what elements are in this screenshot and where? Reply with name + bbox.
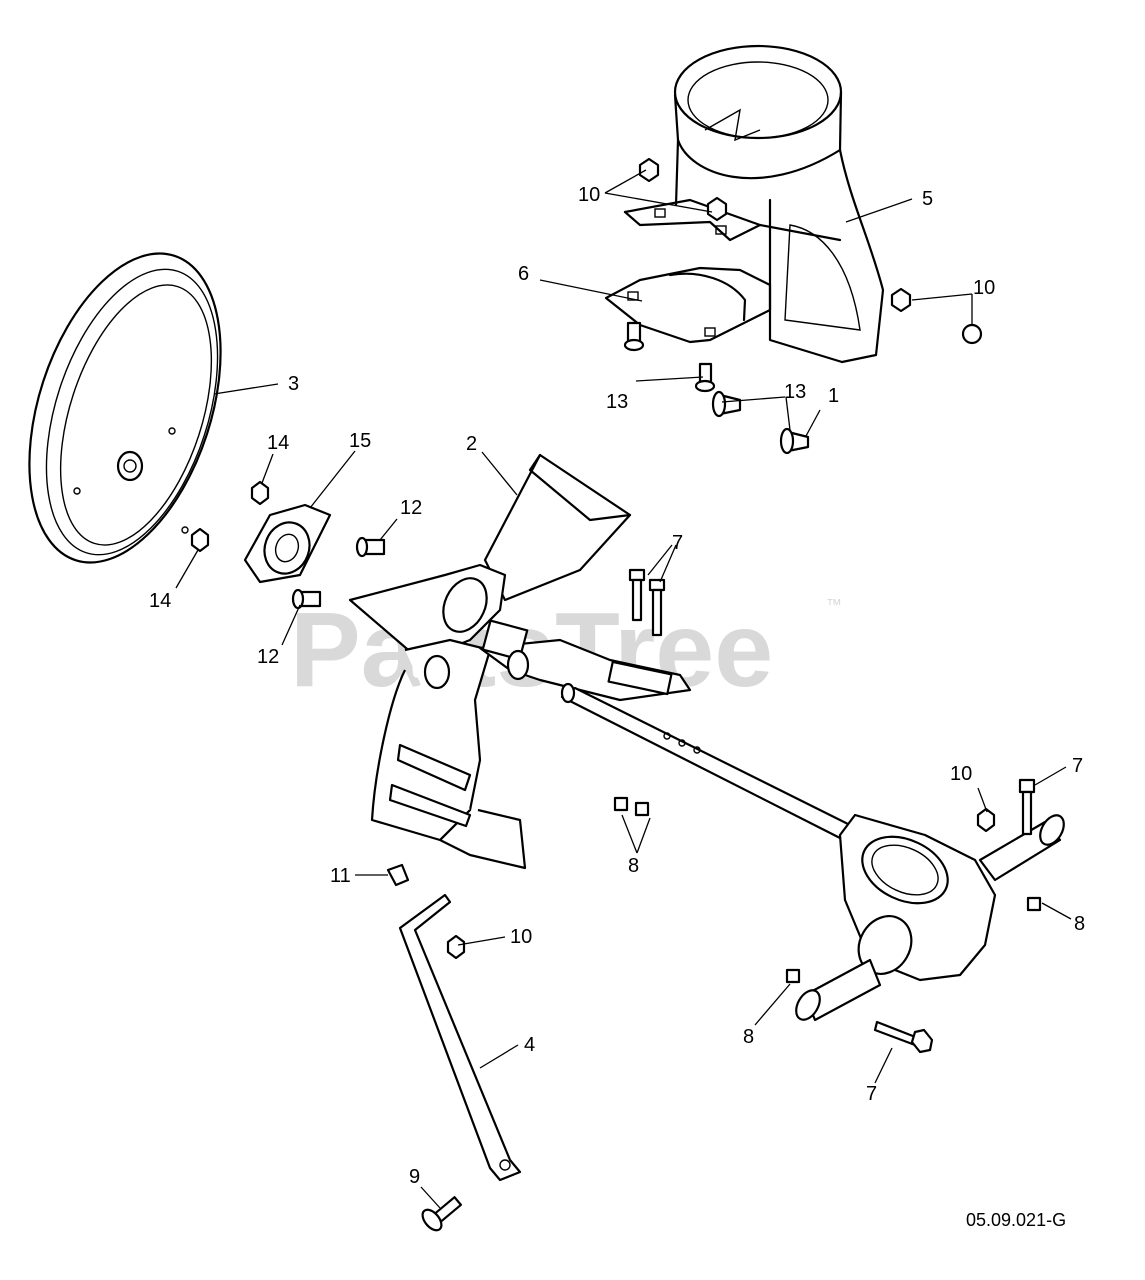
callout-9: 9 — [409, 1166, 420, 1188]
pulley-part — [28, 252, 222, 564]
leader-lines — [175, 169, 1072, 1209]
chute-bracket-part — [604, 266, 772, 344]
callout-3: 3 — [288, 373, 299, 395]
callout-13-left: 13 — [606, 391, 628, 413]
callout-11: 11 — [330, 865, 351, 887]
callout-12-upper: 12 — [400, 497, 422, 519]
callout-10-right: 10 — [973, 277, 995, 299]
callout-10-rod: 10 — [510, 926, 532, 948]
callout-7-upper: 7 — [672, 532, 683, 554]
callout-10-chute: 10 — [578, 184, 600, 206]
gearbox-hardware — [613, 568, 1042, 1054]
callout-4: 4 — [524, 1034, 535, 1056]
callout-labels: 1 2 3 4 5 6 7 7 7 8 8 8 9 10 10 10 10 11… — [149, 184, 1085, 1188]
pulley-hardware — [190, 480, 386, 610]
callout-8-lower: 8 — [743, 1026, 754, 1048]
callout-7-lower: 7 — [866, 1083, 877, 1105]
watermark-trademark: ™ — [826, 597, 842, 614]
callout-14-lower: 14 — [149, 590, 171, 612]
callout-14-upper: 14 — [267, 432, 289, 454]
chute-rod-part — [386, 863, 522, 1232]
discharge-chute-part — [623, 44, 885, 364]
callout-6: 6 — [518, 263, 529, 285]
callout-15: 15 — [349, 430, 371, 452]
callout-7-right: 7 — [1072, 755, 1083, 777]
callout-8-center: 8 — [628, 855, 639, 877]
callout-10-gearbox: 10 — [950, 763, 972, 785]
auger-shaft-gearbox-part — [560, 682, 1065, 1022]
callout-5: 5 — [922, 188, 933, 210]
auger-housing-part — [348, 453, 692, 870]
callout-1: 1 — [828, 385, 839, 407]
callout-2: 2 — [466, 433, 477, 455]
drawing-code: 05.09.021-G — [966, 1210, 1066, 1230]
callout-13-right: 13 — [784, 381, 806, 403]
callout-8-right: 8 — [1074, 913, 1085, 935]
callout-12-lower: 12 — [257, 646, 279, 668]
chute-hardware — [623, 157, 983, 455]
